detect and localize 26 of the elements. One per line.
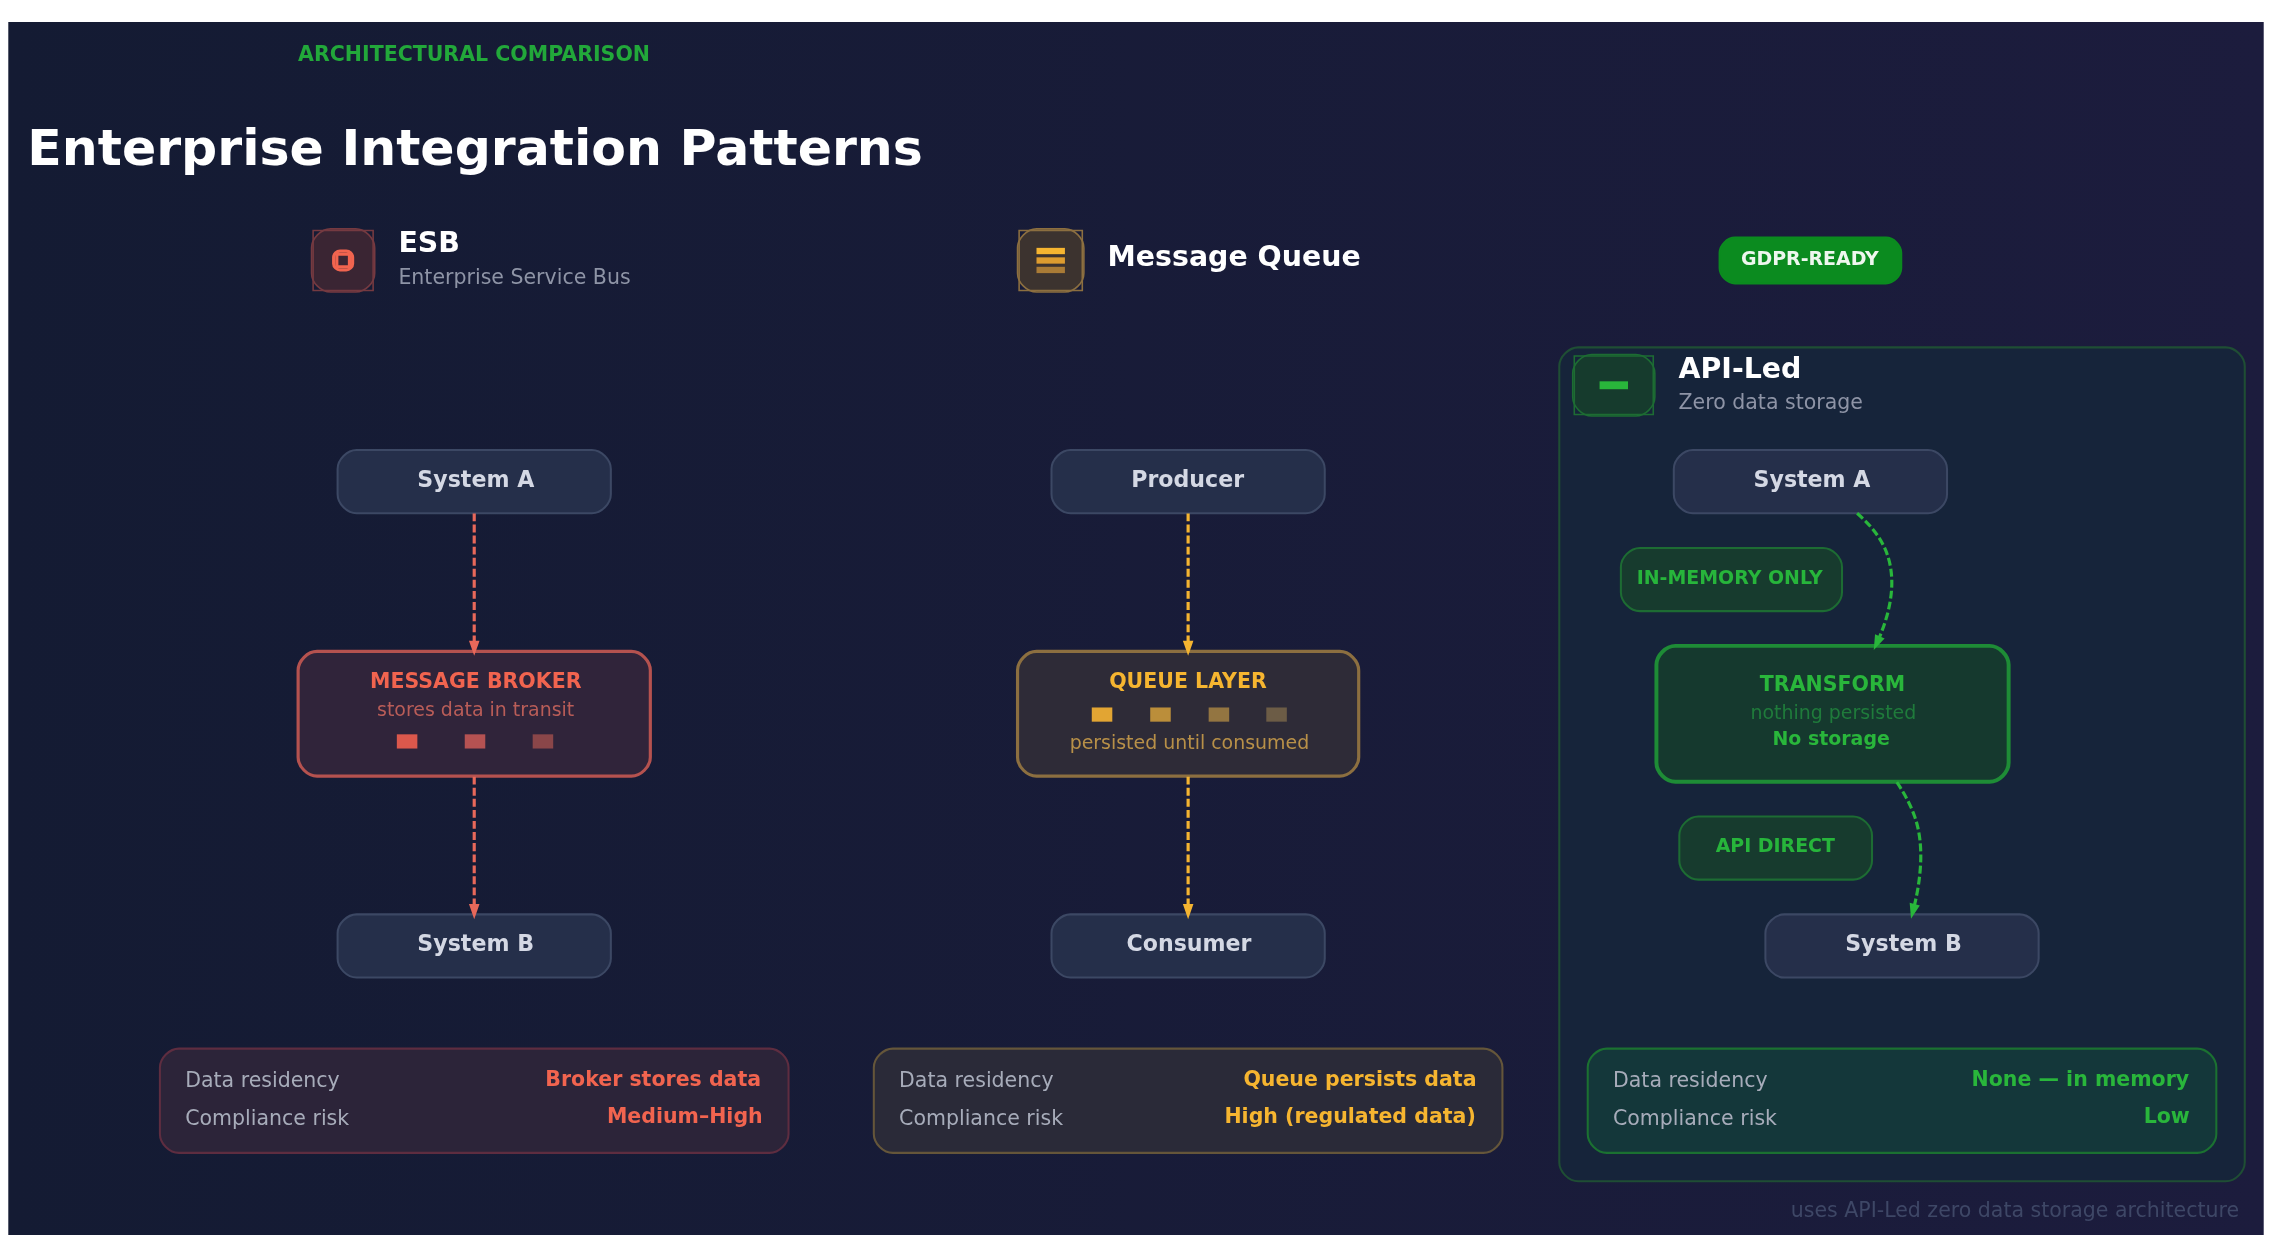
label: ARCHITECTURAL COMPARISON	[298, 41, 651, 66]
arrow	[1182, 513, 1194, 656]
arrow	[1895, 780, 1923, 919]
node-box: API DIRECT	[1678, 814, 1874, 881]
arrow	[1856, 511, 1894, 650]
node-box: GDPR-READY	[1718, 236, 1903, 284]
node-box: Consumer	[1050, 912, 1326, 979]
diagram-title: Enterprise Integration Patterns	[27, 117, 923, 177]
node-box: TRANSFORM nothing persisted No storage	[1654, 643, 2011, 784]
node-box: IN-MEMORY ONLY	[1619, 546, 1844, 612]
node-box: MESSAGE BROKER stores data in transit	[296, 649, 652, 778]
label: Message Queue	[1107, 239, 1361, 273]
node-box: Producer	[1050, 448, 1326, 514]
node-box: Data residency None — in memory Compliance risk Low	[1586, 1047, 2218, 1154]
node-box: System A	[336, 448, 612, 514]
node-box: Data residency Broker stores data Compliance risk Medium–High	[158, 1047, 790, 1154]
node-box: Data residency Queue persists data Compliance risk High (regulated data)	[872, 1047, 1504, 1154]
arrow	[1182, 776, 1194, 919]
arrow	[468, 776, 480, 919]
node-box: System B	[336, 912, 612, 979]
label: Enterprise Service Bus	[398, 264, 631, 289]
label: ESB	[398, 225, 460, 259]
node-box: System B	[1764, 912, 2040, 979]
arrow	[468, 513, 480, 656]
node-box: QUEUE LAYER persisted until consumed	[1015, 649, 1361, 778]
node-box: System A	[1672, 448, 1949, 514]
